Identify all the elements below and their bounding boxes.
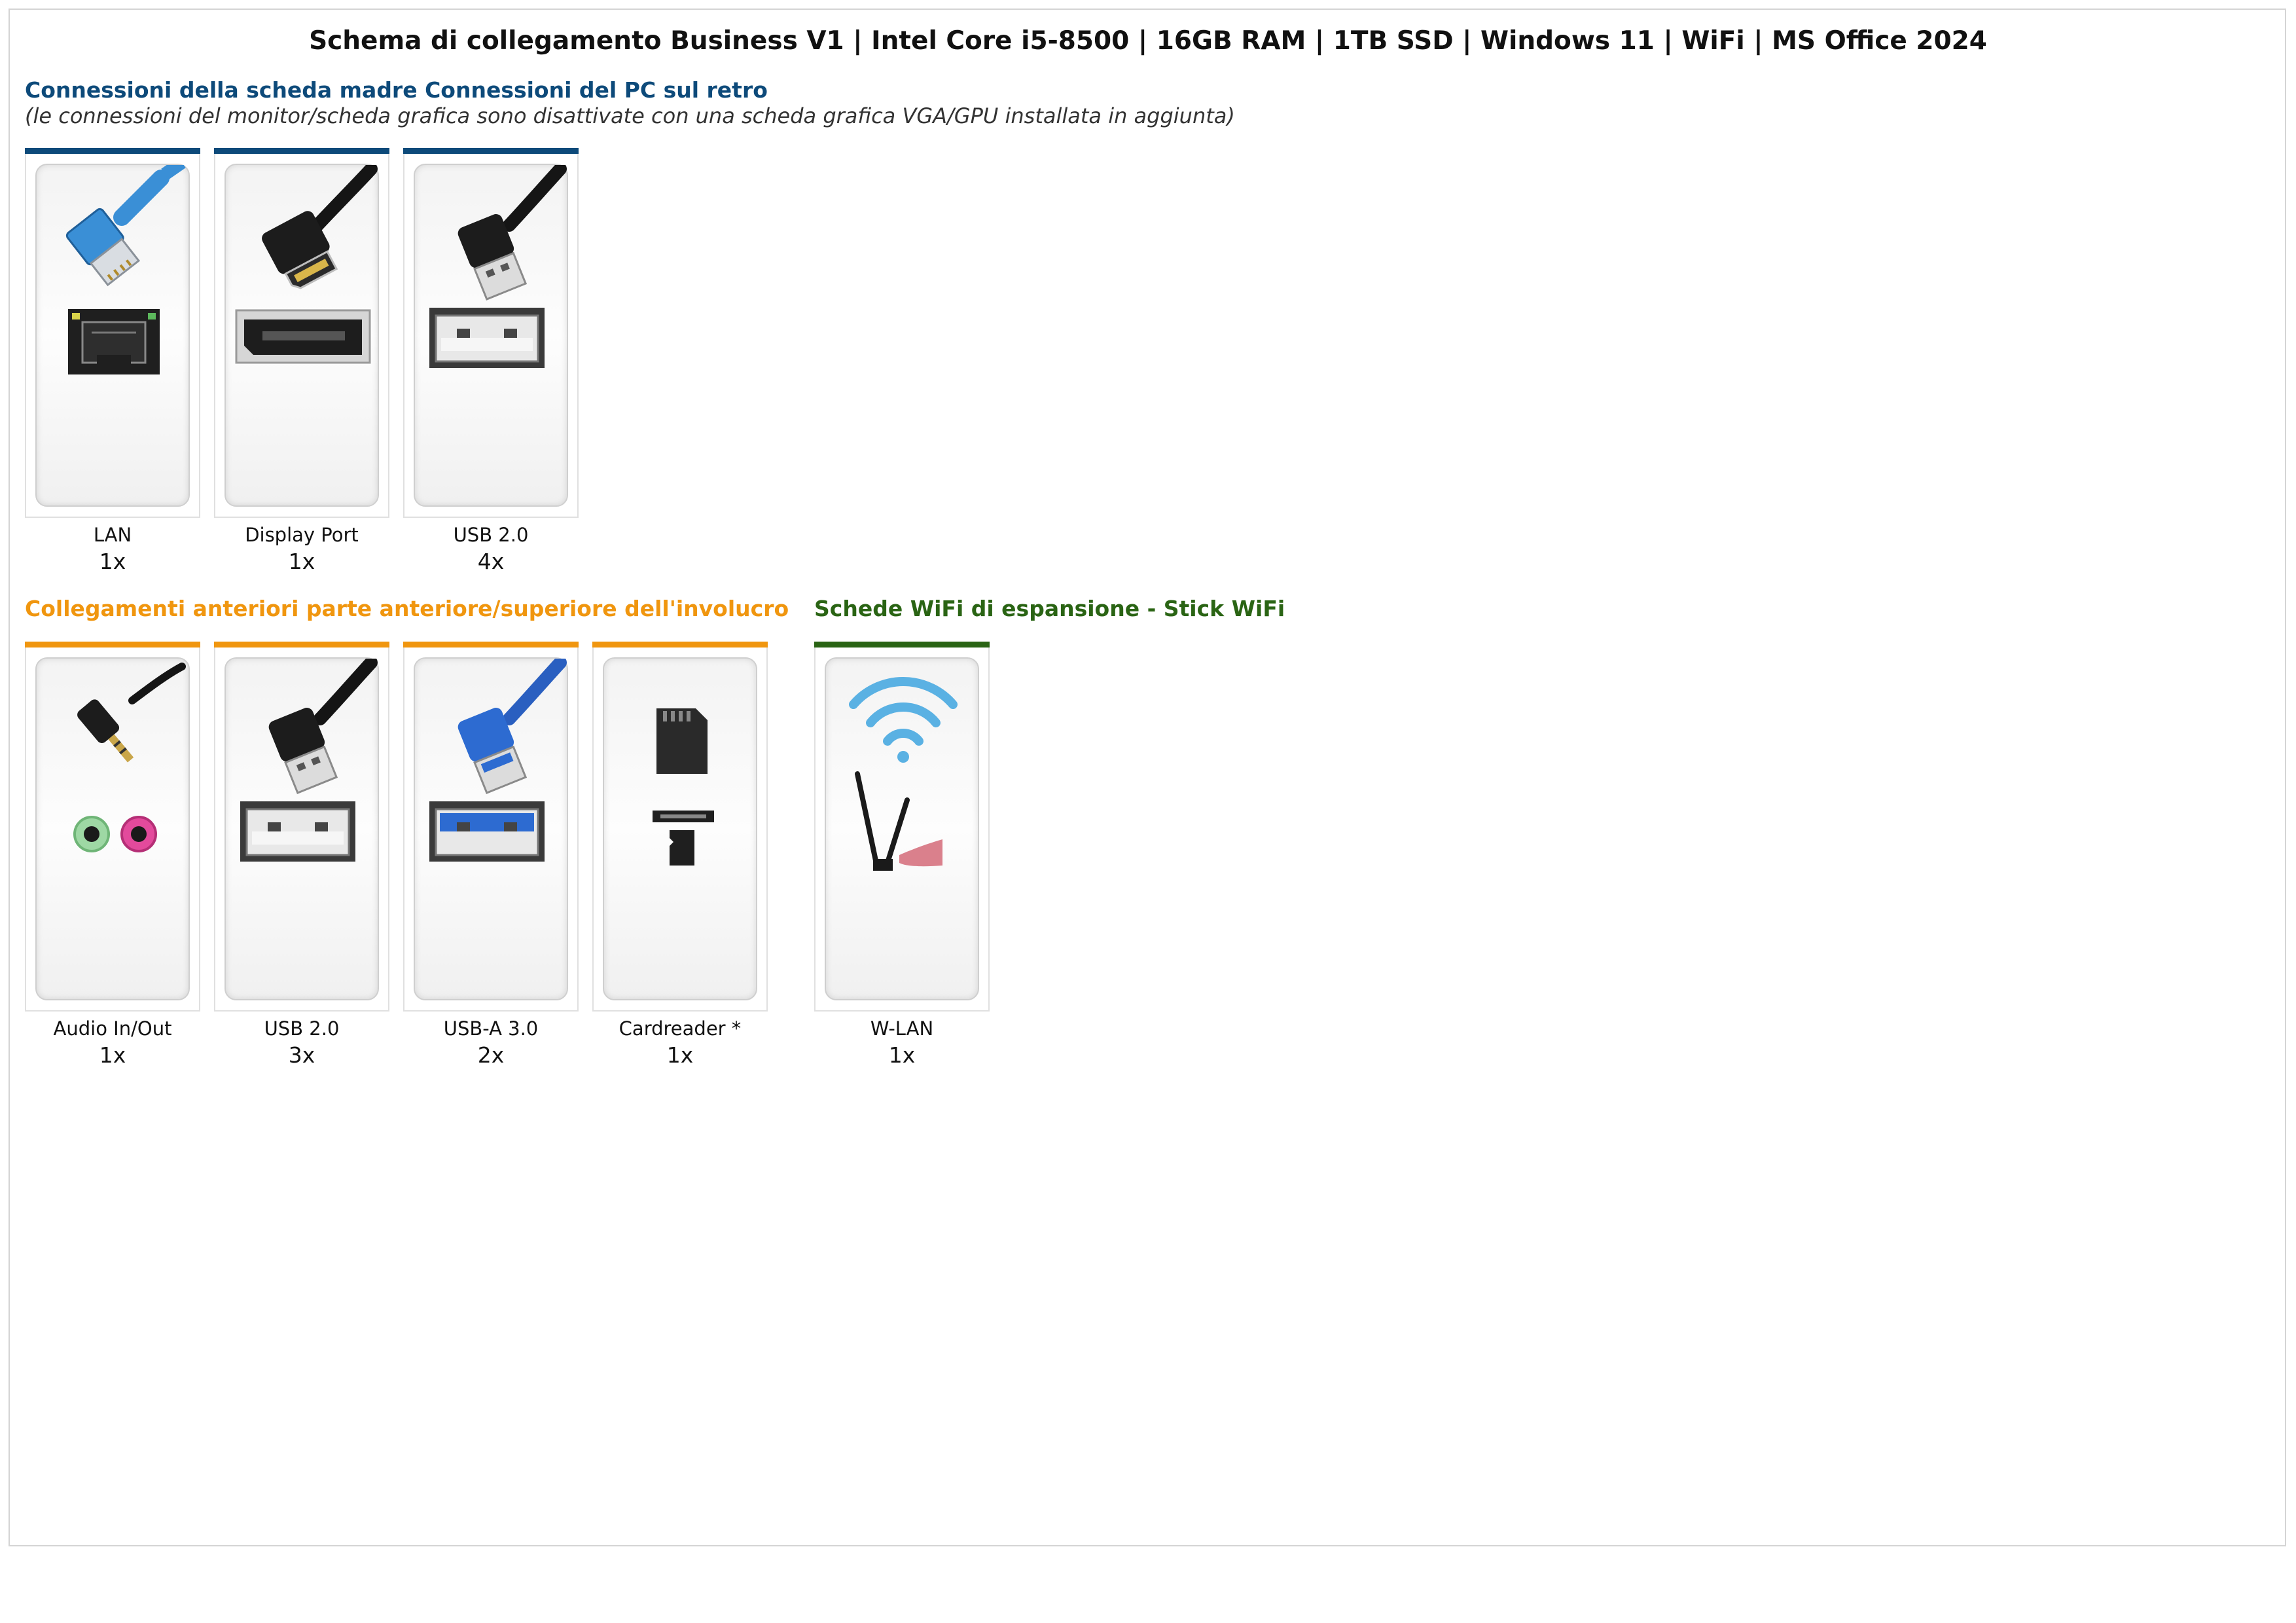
card-accent-bar [214,642,389,647]
displayport-icon [235,165,378,364]
connector-count: 1x [288,549,315,574]
connector-label: USB 2.0 [264,1017,340,1040]
connector-label: USB 2.0 [453,524,529,546]
sd-card-icon [653,708,714,866]
connector-card-lan [25,148,200,518]
connector-card-usb-3 [403,642,579,1012]
connector-image-panel [35,164,190,507]
card-accent-bar [592,642,768,647]
card-accent-bar [25,148,200,154]
front-section-title: Collegamenti anteriori parte anteriore/s… [25,596,789,621]
connector-image-panel [414,657,568,1000]
connector-label: Cardreader * [619,1017,742,1040]
document-frame [9,9,2286,1546]
connector-count: 2x [477,1042,505,1068]
connector-count: 3x [288,1042,315,1068]
connector-count: 4x [477,549,505,574]
connector-count: 1x [99,549,126,574]
card-accent-bar [814,642,990,647]
ethernet-icon [65,165,186,374]
connector-image-panel [414,164,568,507]
usb-3-icon [429,659,567,862]
connector-image-panel [35,657,190,1000]
connector-label: W-LAN [870,1017,934,1040]
card-accent-bar [214,148,389,154]
wifi-icon [849,677,958,871]
connector-card-usb-2 [214,642,389,1012]
connector-label: USB-A 3.0 [443,1017,539,1040]
connector-card-cardreader [592,642,768,1012]
rear-section-note: (le connessioni del monitor/scheda grafi… [25,103,1235,128]
card-accent-bar [25,642,200,647]
connector-image-panel [224,657,379,1000]
connector-card-displayport [214,148,389,518]
document-title: Schema di collegamento Business V1 | Int… [309,26,1987,56]
usb-2-icon [429,165,567,368]
connector-count: 1x [666,1042,694,1068]
connector-image-panel [603,657,757,1000]
card-accent-bar [403,642,579,647]
rear-section-title: Connessioni della scheda madre Connessio… [25,77,768,103]
audio-jack-icon [73,663,186,852]
connector-image-panel [825,657,979,1000]
connector-image-panel [224,164,379,507]
connector-label: Display Port [245,524,359,546]
connector-count: 1x [888,1042,916,1068]
card-accent-bar [403,148,579,154]
wifi-section-title: Schede WiFi di espansione - Stick WiFi [814,596,1285,621]
connector-label: Audio In/Out [53,1017,172,1040]
connector-count: 1x [99,1042,126,1068]
connector-card-usb-2 [403,148,579,518]
usb-2-icon [240,659,378,862]
connector-card-wlan [814,642,990,1012]
connector-label: LAN [93,524,132,546]
connector-card-audio [25,642,200,1012]
